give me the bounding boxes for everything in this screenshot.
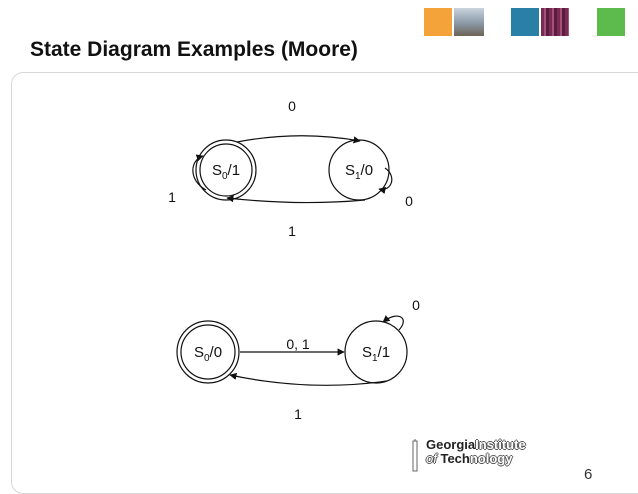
transition-s1-s0-arrow [229, 372, 388, 386]
page-number: 6 [584, 466, 593, 483]
transition-s1-s0-arrow [226, 195, 366, 204]
diagram-2: S0/0 S1/1 0, 1 1 0 [176, 297, 420, 422]
self-loop-s1-label: 0 [405, 193, 413, 209]
georgia-tech-logo: GeorgiaInstitute of Technology [412, 437, 548, 473]
orange-square-decoration [424, 8, 452, 36]
self-loop-s1-arrow [378, 167, 393, 194]
state-s1-label: S1/1 [362, 344, 390, 364]
state-s1-label: S1/0 [345, 162, 373, 182]
state-s1-node[interactable]: S1/0 [328, 139, 390, 201]
state-s0-node[interactable]: S0/0 [176, 320, 240, 384]
self-loop-s1-label: 0 [412, 297, 420, 313]
green-square-decoration [597, 8, 625, 36]
self-loop-s0-arrow [192, 154, 207, 191]
transition-s0-s1-arrow [236, 135, 361, 144]
state-s0-label: S0/0 [194, 344, 222, 364]
state-diagrams: S0/1 S1/0 0 1 1 0 S0/0 S1/1 0, 1 1 0 [168, 98, 420, 422]
slide-title: State Diagram Examples (Moore) [30, 38, 358, 61]
blue-square-decoration [511, 8, 539, 36]
transition-s0-s1-label: 0, 1 [286, 336, 310, 352]
campus-photo-decoration [454, 8, 484, 36]
self-loop-s0-label: 1 [168, 189, 176, 205]
transition-s1-s0-label: 1 [294, 406, 302, 422]
transition-s1-s0-label: 1 [288, 223, 296, 239]
transition-s0-s1-label: 0 [288, 98, 296, 114]
logo-line-2: of Technology [426, 451, 513, 466]
state-s0-node[interactable]: S0/1 [195, 139, 257, 201]
tech-tower-icon [412, 439, 418, 472]
maroon-texture-decoration [541, 8, 569, 36]
state-s0-label: S0/1 [212, 162, 240, 182]
logo-line-1: GeorgiaInstitute [426, 437, 526, 452]
state-s1-node[interactable]: S1/1 [344, 320, 408, 384]
self-loop-s1-arrow [382, 315, 404, 331]
diagram-1: S0/1 S1/0 0 1 1 0 [168, 98, 413, 239]
